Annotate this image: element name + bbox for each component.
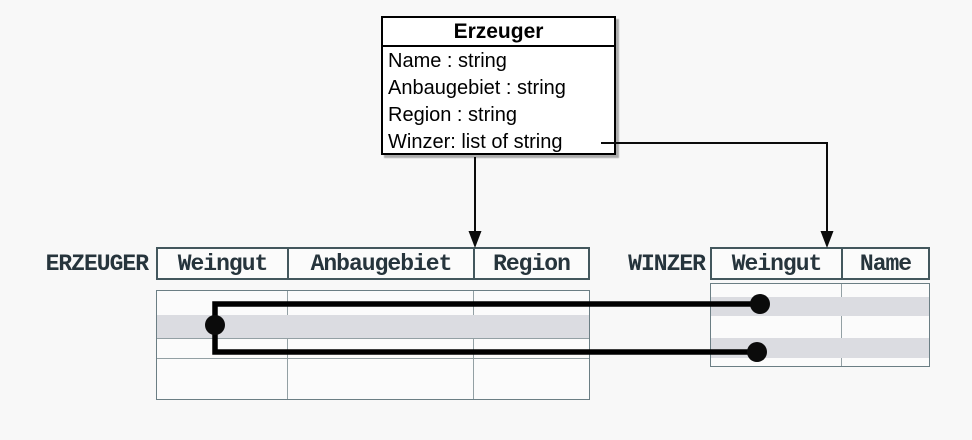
shaded-row xyxy=(157,315,589,338)
arrow-winzer-attr-to-winzer xyxy=(601,142,828,233)
erzeuger-table-header: Weingut Anbaugebiet Region xyxy=(156,247,590,280)
arrowhead-down-icon xyxy=(820,231,834,248)
shaded-row xyxy=(711,297,929,316)
column-header-name: Name xyxy=(859,250,912,277)
class-box-erzeuger: Erzeuger Name : string Anbaugebiet : str… xyxy=(381,16,616,155)
column-divider xyxy=(841,284,842,366)
row-divider xyxy=(157,358,589,359)
class-attribute-region: Region : string xyxy=(388,104,517,126)
erzeuger-table-body xyxy=(156,290,590,400)
column-divider xyxy=(287,291,288,399)
winzer-table-body xyxy=(710,283,930,367)
column-header-region: Region xyxy=(493,250,571,277)
table-label-winzer: WINZER xyxy=(628,250,706,277)
class-attribute-name: Name : string xyxy=(388,50,507,72)
class-attribute-winzer: Winzer: list of string xyxy=(388,131,563,153)
column-header-weingut: Weingut xyxy=(712,249,843,278)
table-label-erzeuger: ERZEUGER xyxy=(45,250,149,277)
class-attribute-anbaugebiet: Anbaugebiet : string xyxy=(388,77,566,99)
arrowhead-down-icon xyxy=(468,231,482,248)
column-header-anbaugebiet: Anbaugebiet xyxy=(289,249,475,278)
shaded-row xyxy=(711,338,929,358)
column-header-weingut: Weingut xyxy=(158,249,289,278)
class-title: Erzeuger xyxy=(383,18,614,47)
winzer-table-header: Weingut Name xyxy=(710,247,930,280)
column-divider xyxy=(473,291,474,399)
class-attribute-list: Name : string Anbaugebiet : string Regio… xyxy=(383,47,614,156)
row-divider xyxy=(157,338,589,339)
